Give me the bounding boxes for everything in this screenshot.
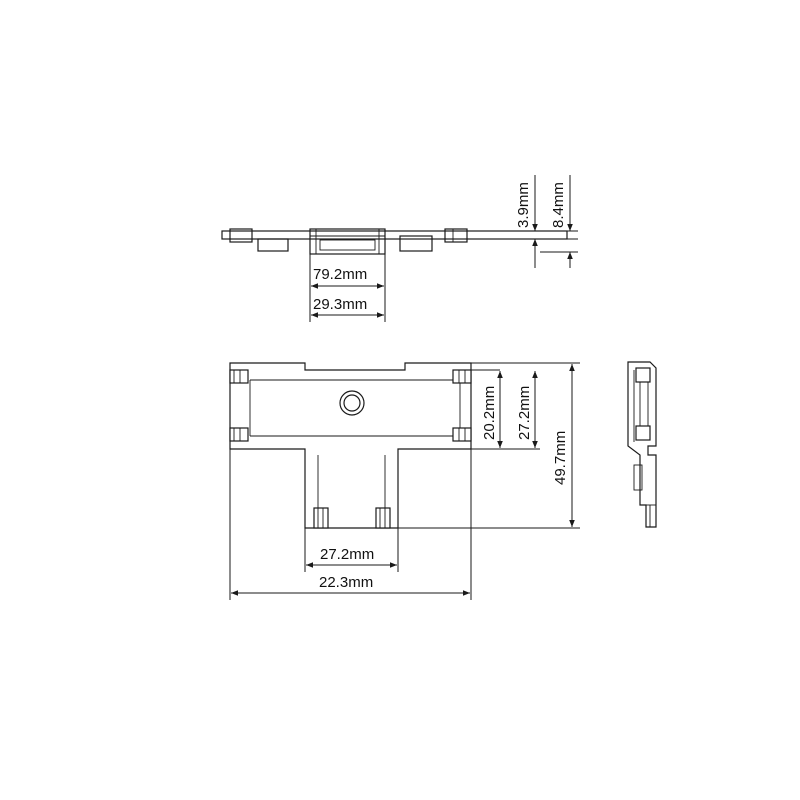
plan-view: 20.2mm 27.2mm 49.7mm 27.2mm 22.3mm (229, 362, 580, 600)
side-view-strip (221, 230, 568, 240)
plan-clip-right-bottom (452, 427, 472, 442)
plan-clip-left-bottom (229, 427, 249, 442)
side-view: 3.9mm 8.4mm 79.2mm 29.3mm (221, 175, 578, 322)
dim-side-width-inner: 79.2mm (313, 266, 367, 283)
dim-plan-height-mid: 27.2mm (516, 386, 533, 440)
plan-clip-stem-right (375, 507, 391, 529)
side-view-right-tab (399, 235, 433, 252)
dim-side-height-total: 8.4mm (550, 182, 567, 228)
dim-plan-total-width: 22.3mm (319, 574, 373, 591)
screw-hole (339, 390, 365, 416)
end-view-outline (627, 361, 657, 528)
end-view (627, 361, 657, 528)
dim-side-height-top: 3.9mm (515, 182, 532, 228)
plan-clip-right-top (452, 369, 472, 384)
side-view-left-cap (229, 228, 253, 243)
side-view-center-housing (309, 228, 386, 255)
plan-view-outline (229, 362, 472, 529)
dim-plan-height-upper: 20.2mm (481, 386, 498, 440)
plan-clip-stem-left (313, 507, 329, 529)
dim-side-width-outer: 29.3mm (313, 296, 367, 313)
dim-plan-stem-width: 27.2mm (320, 546, 374, 563)
side-view-right-cap (444, 228, 468, 243)
plan-clip-left-top (229, 369, 249, 384)
dim-plan-height-total: 49.7mm (552, 431, 569, 485)
side-view-left-tab (257, 238, 289, 252)
